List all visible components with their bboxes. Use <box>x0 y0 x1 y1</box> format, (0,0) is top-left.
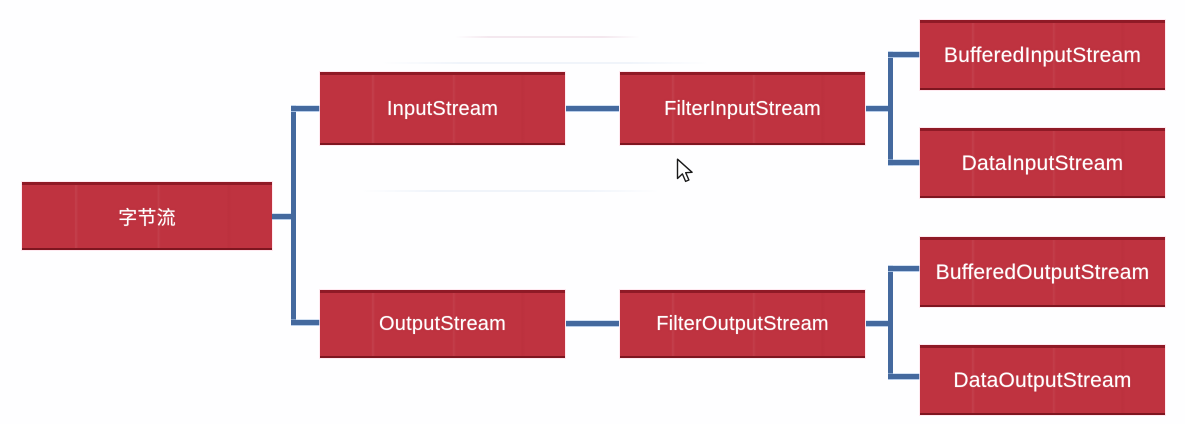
node-label: FilterOutputStream <box>656 313 829 335</box>
connector-root-stem <box>272 214 296 219</box>
capture-artifact-line-mid <box>360 190 660 192</box>
node-label: DataOutputStream <box>953 368 1132 392</box>
node-byte-stream-root[interactable]: 字节流 <box>22 182 272 250</box>
connector-input-bracket-vertical <box>888 52 893 165</box>
node-label: InputStream <box>386 97 499 120</box>
connector-to-buffered-output-stream <box>888 266 922 271</box>
node-label: 字节流 <box>118 208 176 229</box>
arrow-cursor-icon <box>676 158 696 191</box>
node-label: BufferedOutputStream <box>935 260 1150 284</box>
node-filter-input-stream[interactable]: FilterInputStream <box>620 72 865 145</box>
connector-root-to-input-stream <box>291 106 322 111</box>
node-filter-output-stream[interactable]: FilterOutputStream <box>620 290 865 358</box>
connector-to-data-output-stream <box>888 374 922 379</box>
connector-output-bracket-vertical <box>888 266 893 379</box>
node-data-input-stream[interactable]: DataInputStream <box>920 128 1165 198</box>
node-label: BufferedInputStream <box>943 43 1142 67</box>
capture-artifact-line-upper <box>380 62 710 64</box>
node-buffered-input-stream[interactable]: BufferedInputStream <box>920 20 1165 90</box>
connector-to-buffered-input-stream <box>888 52 922 57</box>
node-input-stream[interactable]: InputStream <box>320 72 565 145</box>
connector-output-to-filter-output <box>566 321 619 326</box>
capture-artifact-line-top <box>455 36 640 38</box>
connector-root-to-output-stream <box>291 320 322 325</box>
connector-root-bracket-vertical <box>291 106 296 324</box>
node-output-stream[interactable]: OutputStream <box>320 290 565 358</box>
connector-to-data-input-stream <box>888 160 922 165</box>
node-data-output-stream[interactable]: DataOutputStream <box>920 345 1165 415</box>
node-buffered-output-stream[interactable]: BufferedOutputStream <box>920 237 1165 307</box>
node-label: DataInputStream <box>961 151 1124 175</box>
connector-filter-output-stem <box>866 321 892 326</box>
node-label: OutputStream <box>379 313 506 335</box>
node-label: FilterInputStream <box>664 97 821 120</box>
connector-input-to-filter-input <box>566 106 619 111</box>
connector-filter-input-stem <box>866 106 892 111</box>
